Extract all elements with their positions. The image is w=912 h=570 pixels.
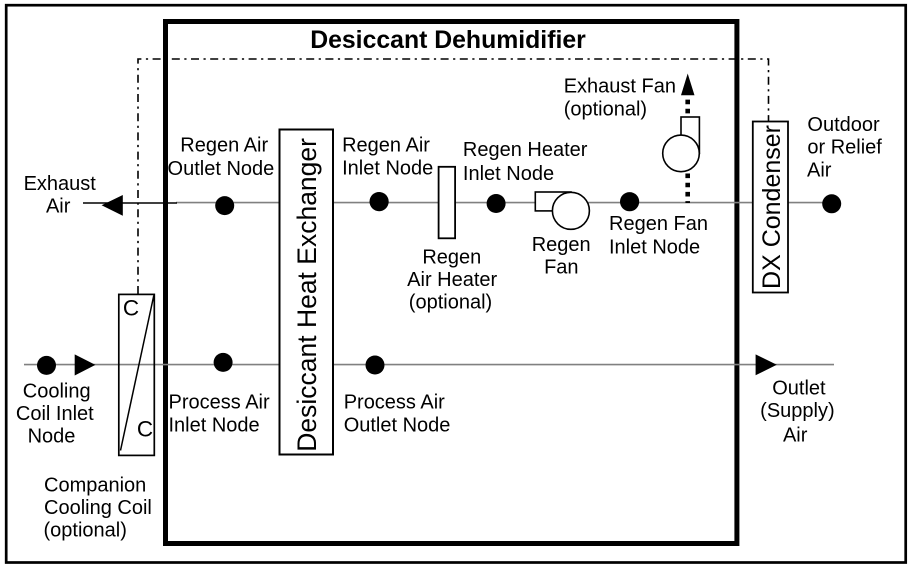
svg-text:Inlet Node: Inlet Node <box>169 414 260 436</box>
svg-text:Outlet Node: Outlet Node <box>344 414 451 436</box>
svg-text:Air: Air <box>807 160 832 182</box>
svg-text:Companion: Companion <box>44 474 146 496</box>
svg-text:Air: Air <box>46 196 71 218</box>
svg-text:Process Air: Process Air <box>344 391 445 413</box>
svg-text:Cooling Coil: Cooling Coil <box>44 497 152 519</box>
svg-text:DX Condenser: DX Condenser <box>758 125 786 289</box>
svg-text:Regen: Regen <box>422 247 481 269</box>
svg-text:Outdoor: Outdoor <box>807 114 880 136</box>
svg-text:Air Heater: Air Heater <box>407 269 497 291</box>
svg-text:Inlet Node: Inlet Node <box>609 236 700 258</box>
svg-text:Cooling: Cooling <box>23 380 91 402</box>
svg-text:Node: Node <box>28 425 76 447</box>
svg-text:Regen: Regen <box>532 234 591 256</box>
svg-text:Desiccant Heat Exchanger: Desiccant Heat Exchanger <box>292 138 322 452</box>
svg-text:Process Air: Process Air <box>169 391 270 413</box>
svg-text:(optional): (optional) <box>564 99 647 121</box>
svg-text:or Relief: or Relief <box>807 137 882 159</box>
svg-text:(optional): (optional) <box>44 520 127 542</box>
svg-text:Desiccant Dehumidifier: Desiccant Dehumidifier <box>310 27 586 54</box>
svg-text:Outlet: Outlet <box>772 377 826 399</box>
svg-text:Regen Air: Regen Air <box>342 134 430 156</box>
svg-text:Coil Inlet: Coil Inlet <box>16 403 94 425</box>
svg-text:Exhaust: Exhaust <box>24 173 97 195</box>
svg-text:Regen Fan: Regen Fan <box>609 213 708 235</box>
svg-text:Exhaust Fan: Exhaust Fan <box>564 76 676 98</box>
svg-text:Fan: Fan <box>544 256 578 278</box>
svg-text:Regen Air: Regen Air <box>180 134 268 156</box>
svg-text:Outlet Node: Outlet Node <box>168 158 275 180</box>
svg-text:Air: Air <box>783 424 808 446</box>
svg-text:C: C <box>137 417 153 442</box>
svg-text:(optional): (optional) <box>409 292 492 314</box>
svg-text:Inlet Node: Inlet Node <box>463 163 554 185</box>
svg-text:C: C <box>123 295 139 320</box>
svg-text:Inlet Node: Inlet Node <box>342 157 433 179</box>
svg-text:Regen Heater: Regen Heater <box>463 139 588 161</box>
svg-text:(Supply): (Supply) <box>760 400 834 422</box>
